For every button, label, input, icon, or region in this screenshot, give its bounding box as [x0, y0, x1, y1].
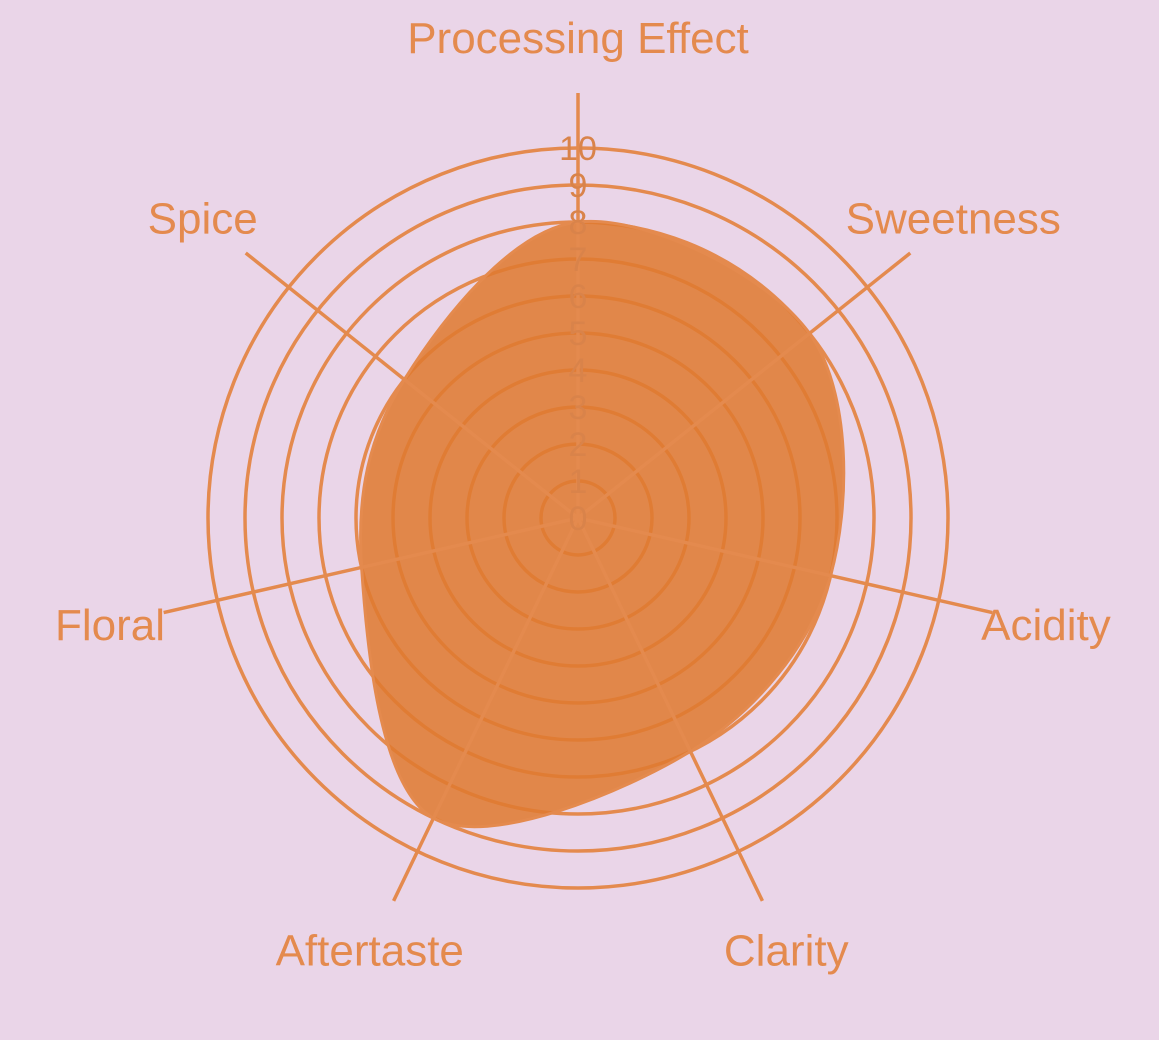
axis-label-floral: Floral [55, 601, 165, 650]
axis-label-sweetness: Sweetness [846, 195, 1061, 244]
radar-spokes [163, 93, 993, 902]
axis-label-spice: Spice [148, 195, 258, 244]
spoke-clarity [576, 517, 764, 902]
spoke-floral [163, 516, 579, 615]
axis-labels: Processing EffectSweetnessAcidityClarity… [55, 14, 1111, 975]
axis-label-aftertaste: Aftertaste [276, 926, 464, 975]
spoke-sweetness [576, 251, 912, 520]
radial-tick-2: 2 [569, 426, 588, 464]
radial-tick-1: 1 [569, 463, 588, 501]
radial-tick-4: 4 [569, 352, 588, 390]
radial-tick-7: 7 [569, 241, 588, 279]
radial-tick-5: 5 [569, 315, 588, 353]
radial-tick-3: 3 [569, 389, 588, 427]
axis-label-clarity: Clarity [724, 926, 849, 975]
radial-tick-6: 6 [569, 278, 588, 316]
axis-label-acidity: Acidity [981, 601, 1111, 650]
spoke-spice [244, 251, 580, 520]
radial-tick-9: 9 [569, 167, 588, 205]
spoke-aftertaste [392, 517, 580, 902]
axis-label-processing-effect: Processing Effect [407, 14, 749, 63]
radial-tick-8: 8 [569, 204, 588, 242]
radial-tick-10: 10 [559, 130, 597, 168]
radial-tick-0: 0 [569, 500, 588, 538]
spoke-acidity [577, 516, 993, 615]
